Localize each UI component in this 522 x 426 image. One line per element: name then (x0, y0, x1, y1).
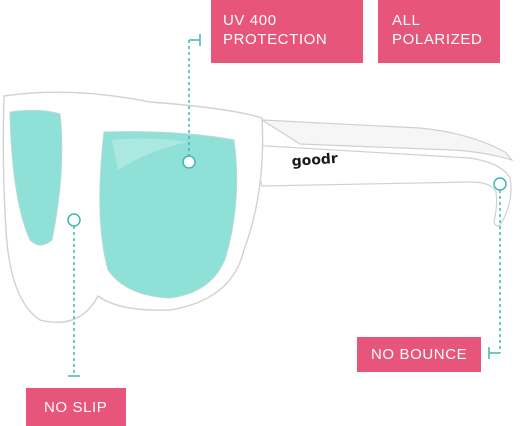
right-lens (99, 131, 238, 299)
no-bounce-callout: NO BOUNCE (357, 337, 481, 372)
polarized-callout-line2: POLARIZED (392, 31, 483, 48)
slip-dot (67, 213, 81, 227)
polarized-callout-line1: ALL (392, 12, 421, 29)
brand-logo: goodr (291, 151, 338, 170)
no-bounce-text: NO BOUNCE (371, 346, 468, 363)
uv-callout-line1: UV 400 (223, 12, 277, 29)
uv-dot (182, 155, 196, 169)
near-temple-arm (249, 144, 512, 227)
polarized-callout: ALL POLARIZED (378, 0, 500, 63)
bounce-dot (493, 177, 507, 191)
left-lens (9, 109, 63, 246)
no-slip-text: NO SLIP (44, 399, 108, 416)
no-slip-callout: NO SLIP (26, 388, 126, 426)
uv-protection-callout: UV 400 PROTECTION (211, 0, 363, 63)
far-temple-arm (259, 119, 514, 162)
uv-callout-line2: PROTECTION (223, 31, 328, 48)
